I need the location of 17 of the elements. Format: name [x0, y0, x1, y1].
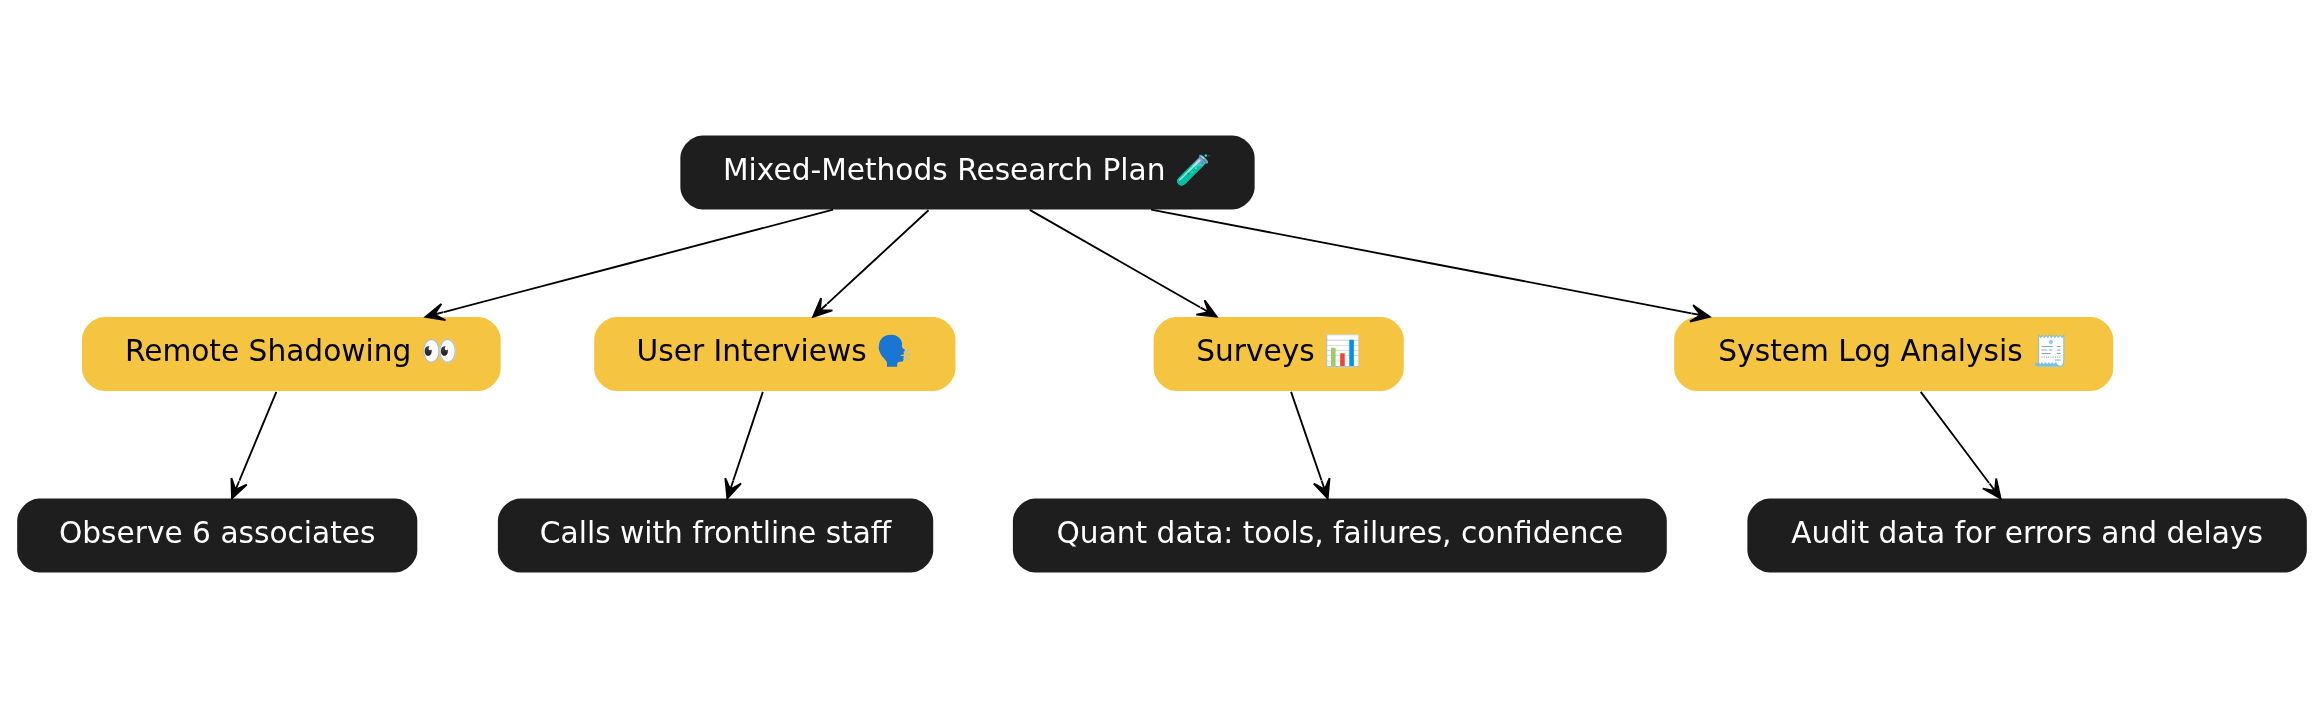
node-box: System Log Analysis 🧾 — [1674, 316, 2114, 392]
node-box: User Interviews 🗣 — [594, 316, 956, 392]
node-box: Observe 6 associates — [17, 498, 418, 573]
arrow — [1028, 208, 1218, 318]
node-box: Audit data for errors and delays — [1747, 498, 2307, 573]
node-box: Remote Shadowing 👀 — [82, 316, 501, 392]
arrow — [1150, 208, 1711, 323]
node-box: Calls with frontline staff — [497, 498, 934, 573]
arrow — [230, 390, 278, 500]
node-box: Surveys 📊 — [1153, 316, 1404, 392]
node-box: Mixed-Methods Research Plan 🧪 — [680, 135, 1255, 210]
node-box: Quant data: tools, failures, confidence — [1012, 498, 1667, 573]
arrow — [1919, 390, 2002, 500]
arrow — [1290, 390, 1331, 500]
arrow — [424, 208, 835, 322]
arrow — [812, 209, 930, 318]
arrow — [724, 390, 764, 500]
